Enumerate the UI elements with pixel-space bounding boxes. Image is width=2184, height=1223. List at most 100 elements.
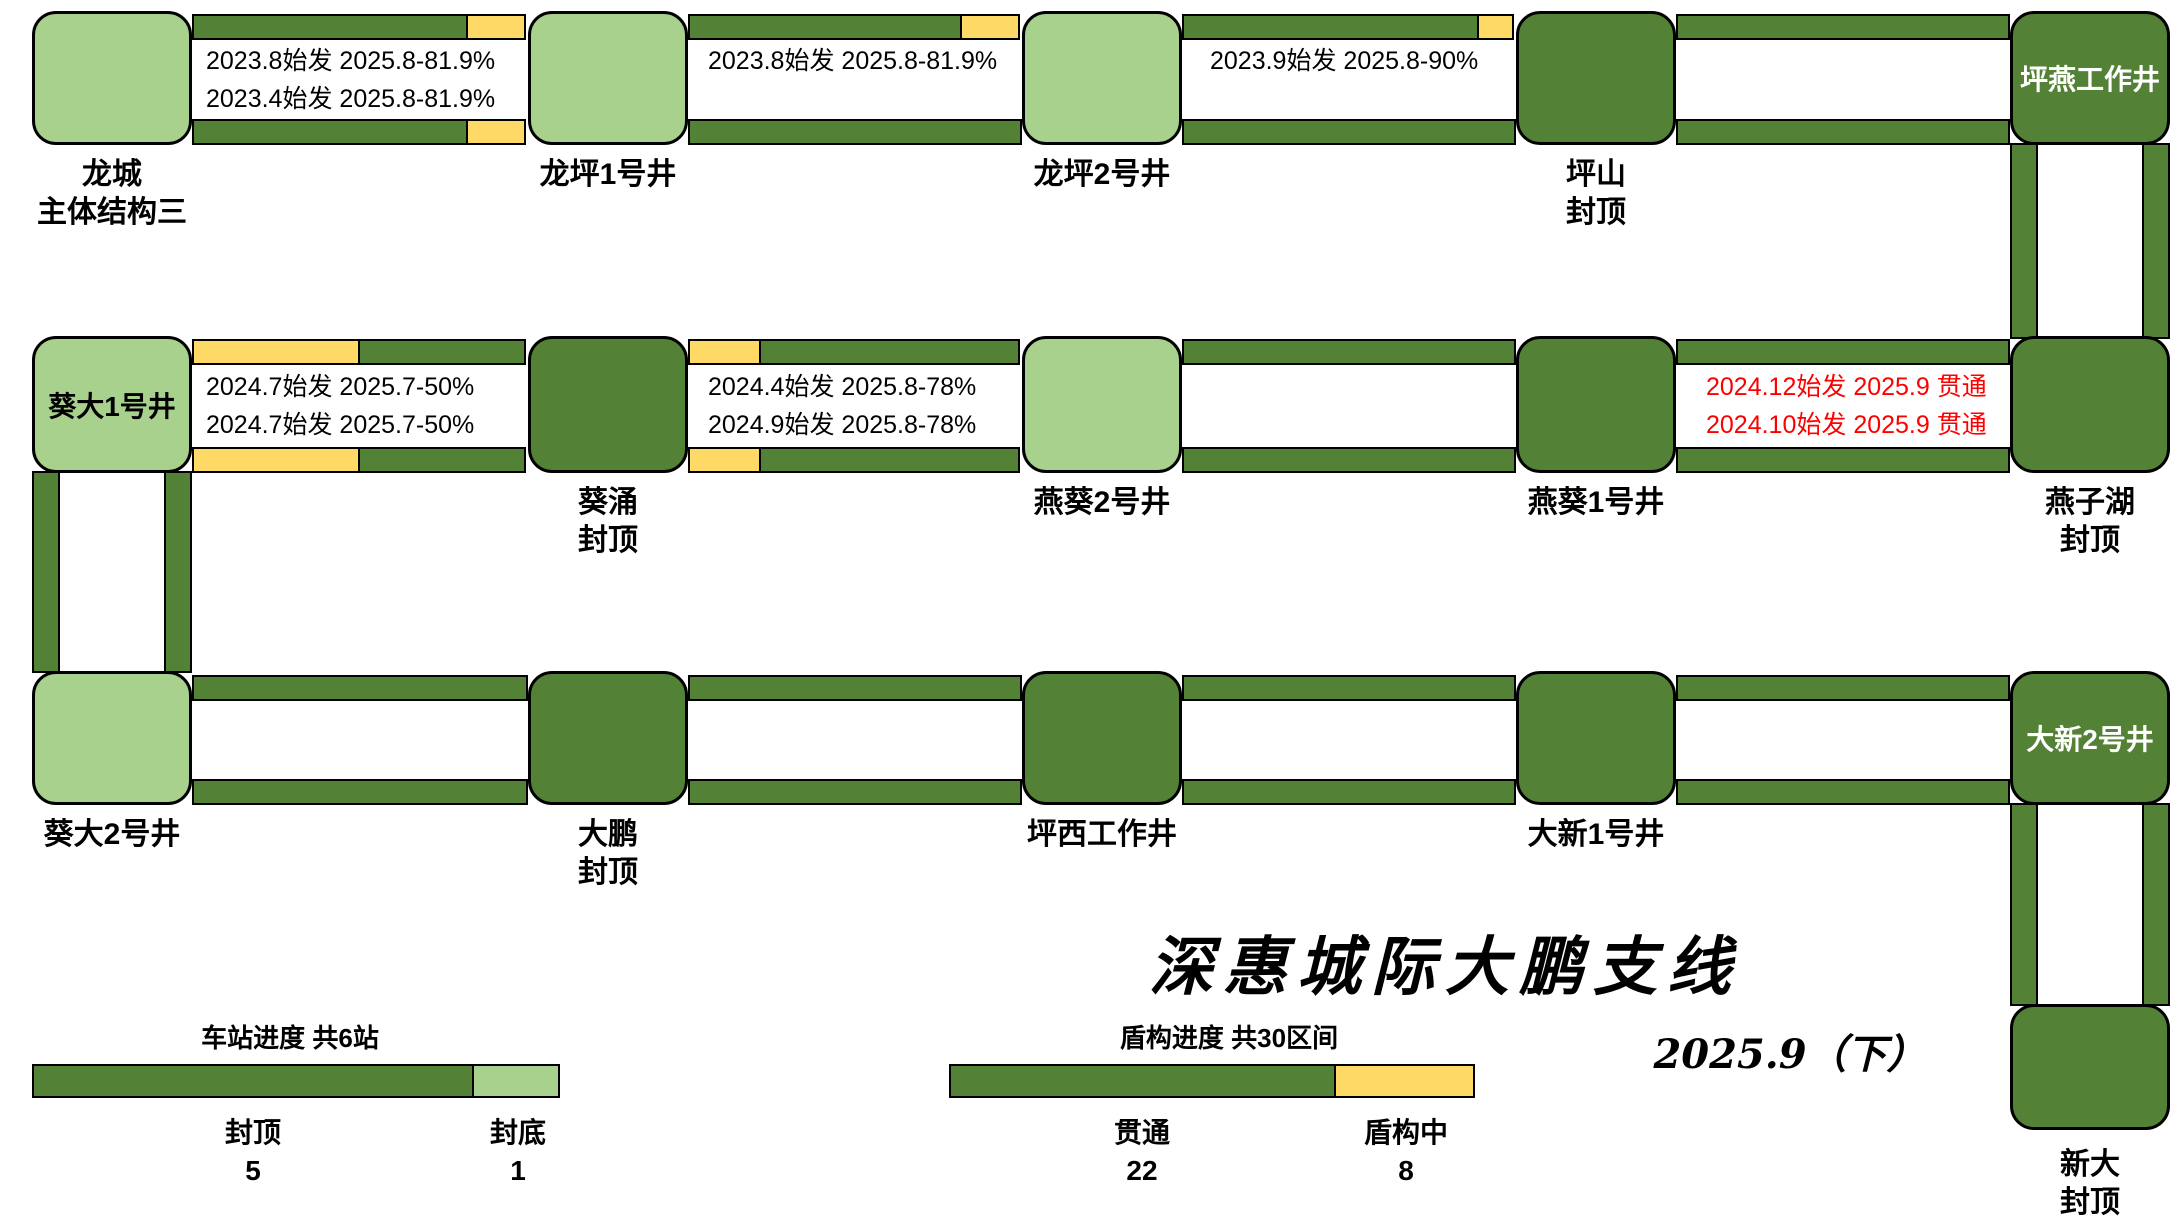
legend-label-value: 5 <box>245 1155 261 1186</box>
tunnel-done-segment <box>1182 14 1480 40</box>
tunnel-note: 2024.4始发 2025.8-78% <box>708 373 977 401</box>
legend-shield-active-label: 盾构中 8 <box>1364 1114 1448 1190</box>
station-name: 葵大2号井 <box>43 818 181 851</box>
tunnel-down-yankui2-yankui1 <box>1182 447 1516 473</box>
legend-shield-active-segment <box>1334 1064 1475 1098</box>
tunnel-done-segment <box>1182 675 1516 701</box>
tunnel-up-kuida1-kuiyong <box>192 339 528 365</box>
station-status: 封顶 <box>2060 524 2120 557</box>
station-label-longping2: 龙坪2号井 <box>1034 156 1171 194</box>
tunnel-done-segment <box>688 14 962 40</box>
station-box-longcheng <box>32 11 192 145</box>
station-label-kuida2: 葵大2号井 <box>44 816 181 854</box>
tunnel-notes-longping1-longping2: 2023.8始发 2025.8-81.9% <box>708 42 997 80</box>
legend-label-text: 封底 <box>489 1117 547 1148</box>
tunnel-active-segment <box>192 339 360 365</box>
tunnel-active-segment <box>688 339 762 365</box>
tunnel-up-kuiyong-yankui2 <box>688 339 1022 365</box>
tunnel-active-segment <box>1477 14 1514 40</box>
station-label-longcheng: 龙城 主体结构三 <box>37 156 187 232</box>
tunnel-notes-kuiyong-yankui2: 2024.4始发 2025.8-78% 2024.9始发 2025.8-78% <box>708 368 976 444</box>
legend-station-base-label: 封底 1 <box>490 1114 546 1190</box>
tunnel-done-segment <box>1182 339 1516 365</box>
tunnel-done-segment <box>1676 779 2010 805</box>
tunnel-up-pingshan-pingyan <box>1676 14 2010 40</box>
station-name: 大新1号井 <box>1527 818 1665 851</box>
legend-station-done-label: 封顶 5 <box>225 1114 281 1190</box>
station-box-longping1 <box>528 11 688 145</box>
tunnel-note: 2024.7始发 2025.7-50% <box>206 373 475 401</box>
station-label-yanzihu: 燕子湖 封顶 <box>2045 484 2135 560</box>
connector-bar <box>164 471 192 673</box>
station-inner-label: 葵大1号井 <box>48 390 176 422</box>
legend-station-header: 车站进度 共6站 <box>201 1023 379 1053</box>
tunnel-up-dapeng-pingxi <box>688 675 1022 701</box>
station-box-daxin2: 大新2号井 <box>2010 671 2170 805</box>
station-label-dapeng: 大鹏 封顶 <box>578 816 638 892</box>
connector-bar <box>2010 803 2038 1006</box>
tunnel-note: 2023.8始发 2025.8-81.9% <box>206 47 496 75</box>
station-name: 燕葵2号井 <box>1033 486 1171 519</box>
tunnel-down-longping1-longping2 <box>688 119 1022 145</box>
tunnel-up-yankui1-yanzihu <box>1676 339 2010 365</box>
station-box-longping2 <box>1022 11 1182 145</box>
tunnel-note: 2023.9始发 2025.8-90% <box>1210 47 1479 75</box>
station-name: 燕子湖 <box>2045 486 2135 519</box>
legend-label-value: 22 <box>1126 1155 1158 1186</box>
legend-shield-done-label: 贯通 22 <box>1114 1114 1170 1190</box>
tunnel-active-segment <box>688 447 762 473</box>
connector-bar <box>2142 143 2170 339</box>
tunnel-down-longping2-pingshan <box>1182 119 1516 145</box>
station-name: 龙坪2号井 <box>1033 158 1171 191</box>
station-box-yankui2 <box>1022 336 1182 473</box>
tunnel-done-segment <box>759 447 1020 473</box>
tunnel-done-segment <box>1676 14 2010 40</box>
tunnel-note: 2024.12始发 2025.9 贯通 <box>1706 373 1987 401</box>
tunnel-done-segment <box>358 339 526 365</box>
tunnel-note: 2024.10始发 2025.9 贯通 <box>1706 411 1987 439</box>
tunnel-active-segment <box>465 14 526 40</box>
station-label-yankui2: 燕葵2号井 <box>1034 484 1171 522</box>
legend-station-base-segment <box>471 1064 560 1098</box>
legend-label-text: 盾构中 <box>1363 1117 1449 1148</box>
station-label-longping1: 龙坪1号井 <box>540 156 677 194</box>
station-box-pingshan <box>1516 11 1676 145</box>
connector-bar <box>32 471 60 673</box>
station-inner-label: 坪燕工作井 <box>2019 64 2160 95</box>
tunnel-note: 2024.7始发 2025.7-50% <box>206 411 475 439</box>
legend-label-value: 8 <box>1398 1155 1414 1186</box>
tunnel-note: 2024.9始发 2025.8-78% <box>708 411 977 439</box>
station-box-yanzihu <box>2010 336 2170 473</box>
tunnel-active-segment <box>465 119 526 145</box>
station-box-kuida2 <box>32 671 192 805</box>
tunnel-up-kuida2-dapeng <box>192 675 528 701</box>
tunnel-done-segment <box>1676 447 2010 473</box>
tunnel-down-pingxi-daxin1 <box>1182 779 1516 805</box>
legend-station-bar <box>32 1064 562 1098</box>
station-box-pingyan: 坪燕工作井 <box>2010 11 2170 145</box>
tunnel-up-yankui2-yankui1 <box>1182 339 1516 365</box>
tunnel-up-longping1-longping2 <box>688 14 1022 40</box>
legend-shield-bar <box>949 1064 1477 1098</box>
tunnel-done-segment <box>192 14 468 40</box>
tunnel-done-segment <box>1676 675 2010 701</box>
station-name: 龙城 <box>82 158 142 191</box>
tunnel-notes-yankui1-yanzihu: 2024.12始发 2025.9 贯通 2024.10始发 2025.9 贯通 <box>1706 368 1987 444</box>
tunnel-down-longcheng-longping1 <box>192 119 528 145</box>
legend-label-text: 贯通 <box>1113 1117 1171 1148</box>
tunnel-done-segment <box>1182 779 1516 805</box>
station-status: 封顶 <box>2060 1186 2120 1219</box>
station-inner-label: 大新2号井 <box>2026 724 2154 755</box>
tunnel-done-segment <box>192 675 528 701</box>
tunnel-done-segment <box>688 779 1022 805</box>
tunnel-notes-longping2-pingshan: 2023.9始发 2025.8-90% <box>1210 42 1478 80</box>
station-label-xinda: 新大 封顶 <box>2060 1146 2120 1222</box>
tunnel-done-segment <box>688 675 1022 701</box>
legend-shield-done-segment <box>949 1064 1337 1098</box>
station-label-kuiyong: 葵涌 封顶 <box>578 484 638 560</box>
station-label-daxin1: 大新1号井 <box>1528 816 1665 854</box>
station-label-pingshan: 坪山 封顶 <box>1566 156 1626 232</box>
station-box-daxin1 <box>1516 671 1676 805</box>
tunnel-down-yankui1-yanzihu <box>1676 447 2010 473</box>
